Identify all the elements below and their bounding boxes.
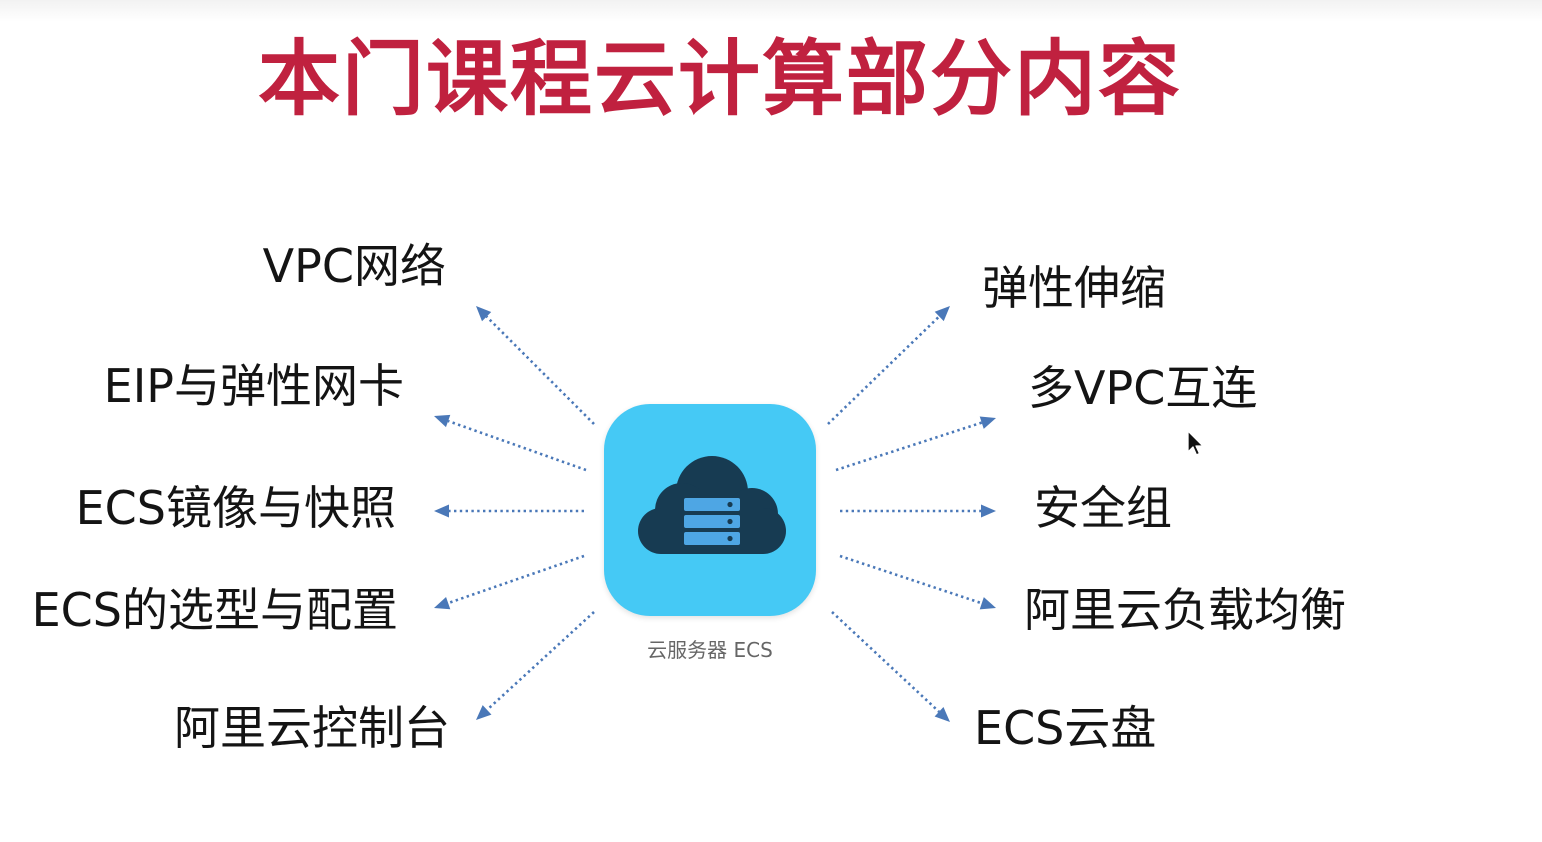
arrow-to-ecs-spec-config: [434, 554, 585, 610]
arrow-to-ecs-image-snapshot: [434, 504, 584, 518]
topic-right-ecs-disk: ECS云盘: [974, 701, 1157, 755]
topic-left-vpc-network: VPC网络: [262, 239, 446, 293]
arrow-to-aliyun-console: [476, 611, 595, 720]
arrow-shaft: [839, 554, 983, 605]
arrow-shaft: [447, 419, 587, 472]
arrow-shaft: [447, 554, 585, 605]
topic-right-load-balancer: 阿里云负载均衡: [1024, 583, 1346, 637]
arrowhead-icon: [979, 597, 996, 610]
topic-right-auto-scaling: 弹性伸缩: [982, 261, 1166, 315]
slide-title: 本门课程云计算部分内容: [258, 32, 1183, 127]
arrowhead-icon: [934, 707, 950, 722]
hub-caption: 云服务器 ECS: [647, 638, 773, 662]
topic-left-ecs-spec-config: ECS的选型与配置: [31, 583, 398, 637]
arrow-to-multi-vpc: [835, 416, 996, 472]
mouse-pointer-icon: [1187, 430, 1204, 456]
topic-right-multi-vpc: 多VPC互连: [1028, 361, 1258, 415]
arrowhead-icon: [434, 596, 451, 610]
arrow-to-security-group: [840, 504, 996, 518]
arrowhead-icon: [979, 416, 996, 429]
arrow-to-eip-nic: [434, 414, 587, 472]
server-led-icons: [727, 501, 733, 542]
ecs-hub-tile: [604, 404, 816, 616]
arrow-shaft: [485, 315, 595, 425]
arrowhead-icon: [934, 306, 950, 322]
cloud-server-icon: [638, 456, 786, 554]
arrowhead-icon: [981, 504, 996, 518]
arrow-shaft: [827, 315, 941, 425]
server-stack-icon: [684, 498, 740, 545]
arrowhead-icon: [476, 306, 492, 322]
arrow-shaft: [831, 611, 940, 713]
arrow-shaft: [835, 421, 983, 472]
topic-left-eip-nic: EIP与弹性网卡: [103, 359, 404, 413]
arrow-to-auto-scaling: [827, 306, 950, 425]
arrow-to-vpc-network: [476, 306, 595, 425]
topic-right-security-group: 安全组: [1034, 481, 1172, 535]
arrow-to-ecs-disk: [831, 611, 950, 722]
arrow-to-load-balancer: [839, 554, 996, 610]
arrowhead-icon: [434, 504, 449, 518]
topic-left-ecs-image-snapshot: ECS镜像与快照: [75, 481, 396, 535]
arrowhead-icon: [476, 705, 492, 720]
arrowhead-icon: [434, 414, 451, 428]
topic-left-aliyun-console: 阿里云控制台: [174, 701, 450, 755]
arrow-shaft: [486, 611, 595, 711]
